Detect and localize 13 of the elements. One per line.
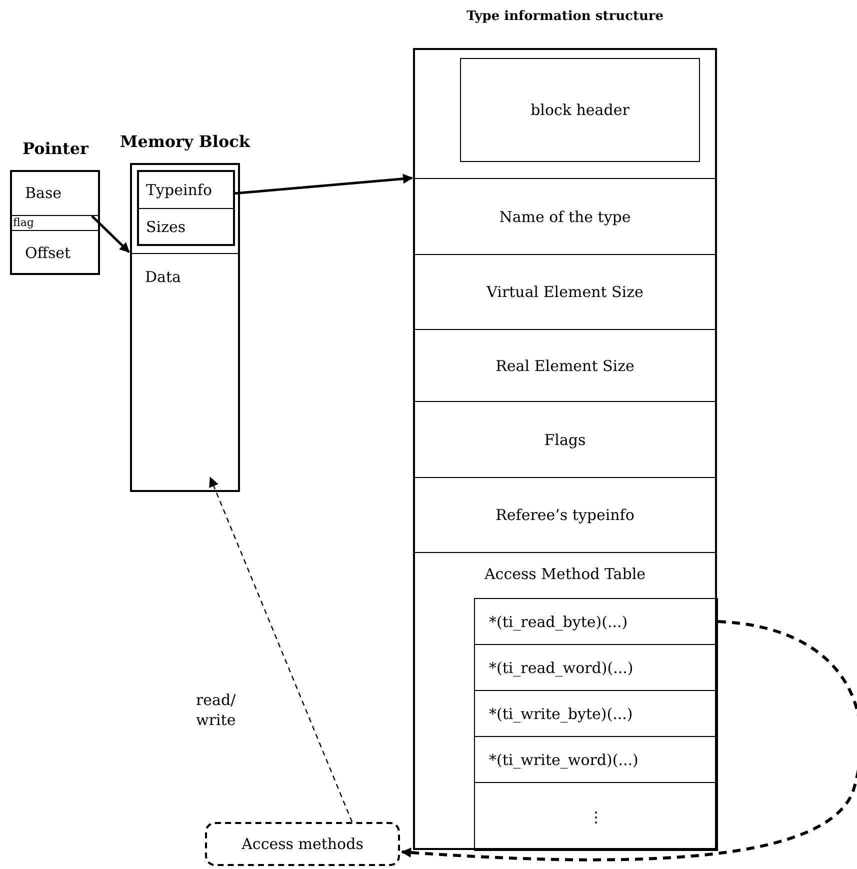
arrow bbox=[234, 174, 414, 195]
arrow bbox=[91, 215, 130, 253]
header-box: block header bbox=[460, 58, 700, 162]
table-row: ⋮ bbox=[474, 782, 718, 851]
table-row: *(ti_write_word)(...) bbox=[474, 736, 718, 783]
section-heading: Memory Block bbox=[119, 132, 252, 151]
table-row: *(ti_read_word)(...) bbox=[474, 644, 718, 691]
table-row: *(ti_write_byte)(...) bbox=[474, 690, 718, 737]
table-row: *(ti_read_byte)(...) bbox=[474, 598, 718, 645]
dashed-arrow bbox=[401, 620, 857, 862]
section-heading: Type information structure bbox=[465, 9, 665, 24]
access-methods-box: Access methods bbox=[205, 822, 400, 866]
dashed-arrow bbox=[209, 476, 353, 822]
